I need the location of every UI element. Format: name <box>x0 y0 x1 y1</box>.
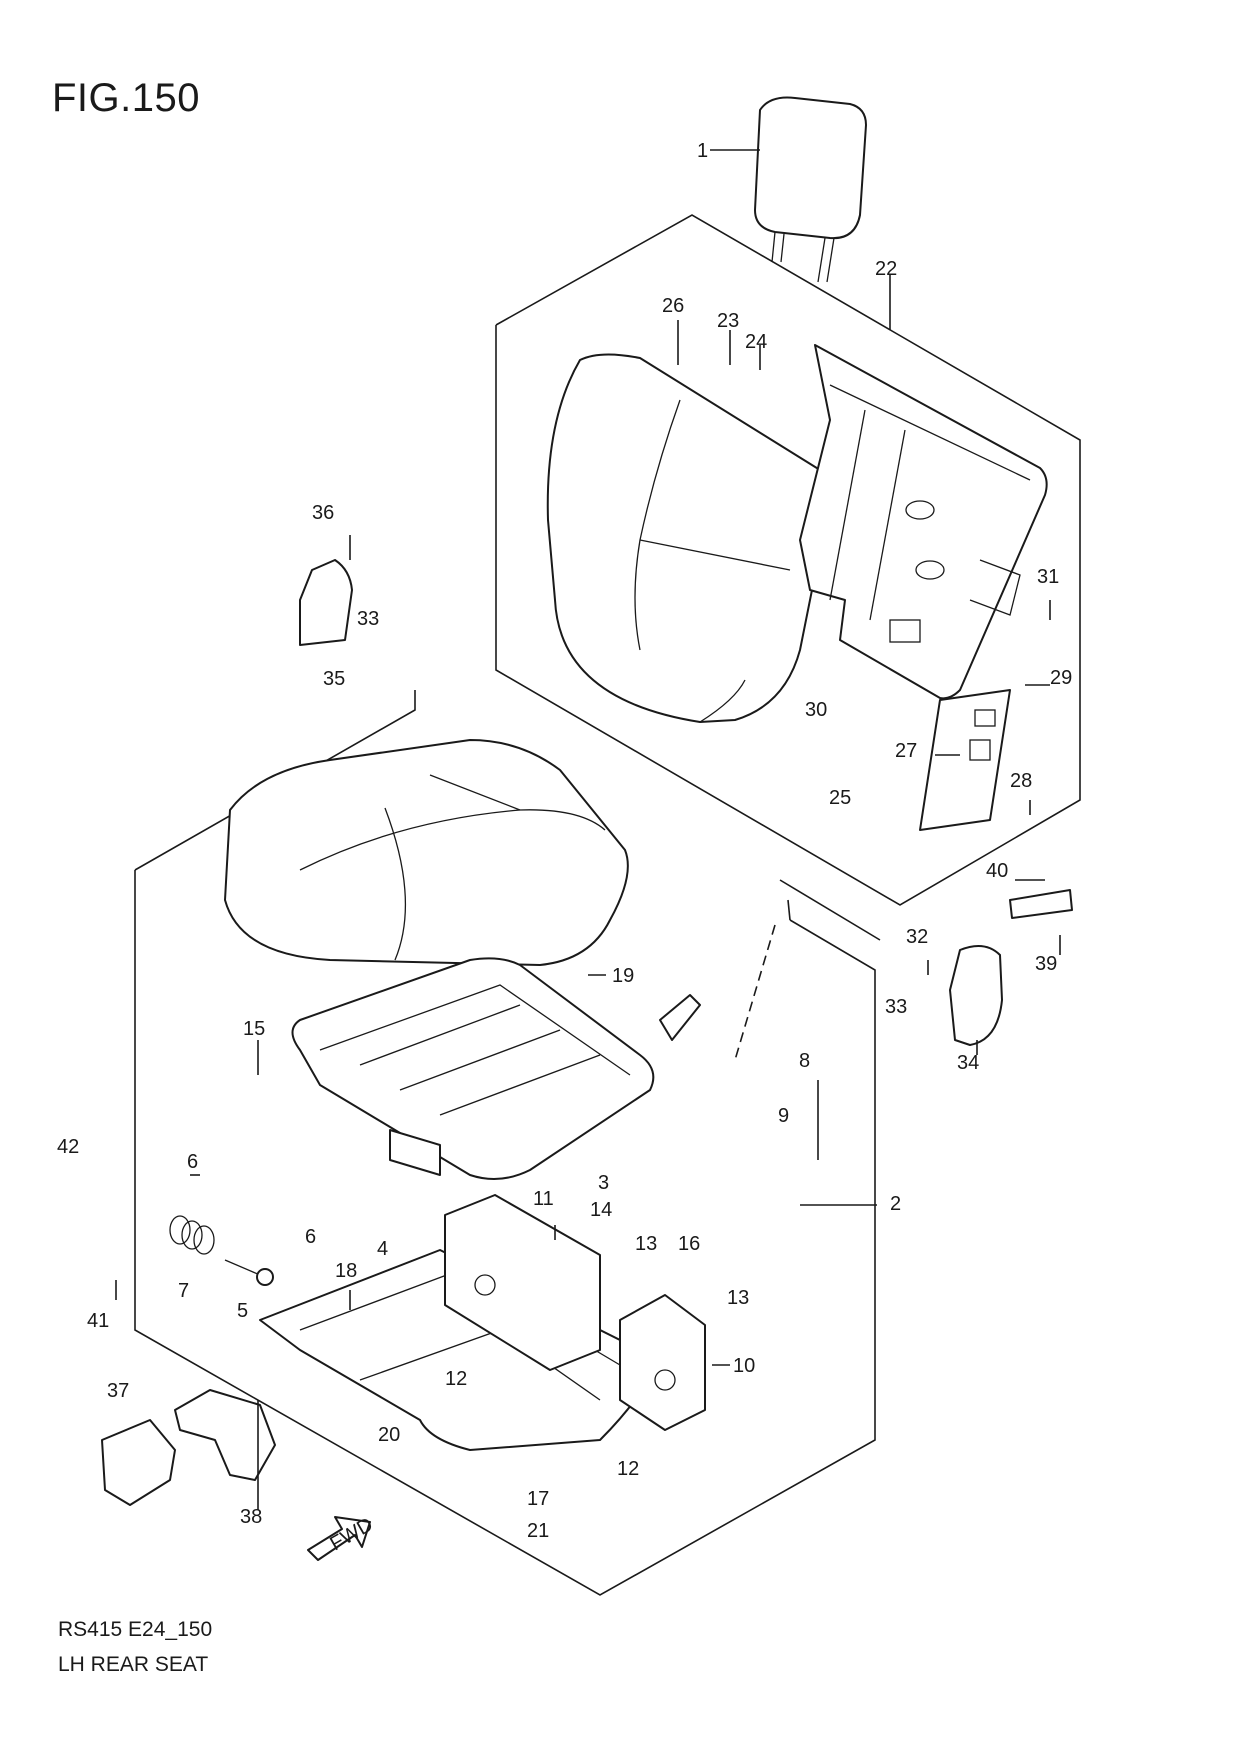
callout-36: 36 <box>312 502 334 524</box>
callout-37: 37 <box>107 1380 129 1402</box>
callout-27: 27 <box>895 740 917 762</box>
callout-17: 17 <box>527 1488 549 1510</box>
callout-9: 9 <box>778 1105 789 1127</box>
cover-37-part <box>101 1419 176 1506</box>
headrest-part <box>754 96 867 283</box>
callout-14: 14 <box>590 1199 612 1221</box>
cushion-group-outline <box>134 690 881 1596</box>
callout-4: 4 <box>377 1238 388 1260</box>
callout-25: 25 <box>829 787 851 809</box>
bolt-5-part <box>224 1259 274 1286</box>
callout-31: 31 <box>1037 566 1059 588</box>
callout-34: 34 <box>957 1052 979 1074</box>
callout-6b: 6 <box>305 1226 316 1248</box>
seat-frame-part <box>291 957 701 1180</box>
callout-12a: 12 <box>445 1368 467 1390</box>
callout-8: 8 <box>799 1050 810 1072</box>
seat-cushion-part <box>224 739 629 966</box>
hinge-27-part <box>919 689 1011 831</box>
callout-26: 26 <box>662 295 684 317</box>
callout-38: 38 <box>240 1506 262 1528</box>
trim-36-part <box>299 559 353 646</box>
callout-40: 40 <box>986 860 1008 882</box>
callout-29: 29 <box>1050 667 1072 689</box>
callout-42: 42 <box>57 1136 79 1158</box>
seatback-group-outline <box>495 214 1081 906</box>
callout-18: 18 <box>335 1260 357 1282</box>
callout-1: 1 <box>697 140 708 162</box>
callout-11: 11 <box>533 1188 554 1210</box>
trim-34-part <box>949 945 1003 1046</box>
callout-32: 32 <box>906 926 928 948</box>
fwd-arrow: FWD <box>307 1514 377 1561</box>
figure-title: FIG.150 <box>52 76 201 120</box>
callout-13a: 13 <box>635 1233 657 1255</box>
diagram-code: RS415 E24_150 <box>58 1618 213 1641</box>
callout-21: 21 <box>527 1520 549 1542</box>
callout-5: 5 <box>237 1300 248 1322</box>
bracket-10-part <box>619 1294 706 1431</box>
callout-23: 23 <box>717 310 739 332</box>
callout-41: 41 <box>87 1310 109 1332</box>
callout-35: 35 <box>323 668 345 690</box>
callout-7: 7 <box>178 1280 189 1302</box>
callout-22: 22 <box>875 258 897 280</box>
callout-28: 28 <box>1010 770 1032 792</box>
callout-39: 39 <box>1035 953 1057 975</box>
diagram-name: LH REAR SEAT <box>58 1653 209 1676</box>
callout-13b: 13 <box>727 1287 749 1309</box>
leader-lines <box>115 149 1061 1510</box>
callout-24: 24 <box>745 331 767 353</box>
callout-30: 30 <box>805 699 827 721</box>
spring-part <box>169 1215 215 1255</box>
cover-38-part <box>174 1389 276 1481</box>
callout-12b: 12 <box>617 1458 639 1480</box>
callout-33a: 33 <box>357 608 379 630</box>
callout-33b: 33 <box>885 996 907 1018</box>
callout-3: 3 <box>598 1172 609 1194</box>
hinge-39-part <box>1009 889 1073 919</box>
callout-6a: 6 <box>187 1151 198 1173</box>
callouts: 1 2 3 4 5 6 6 7 8 9 10 11 12 12 13 13 14… <box>57 140 1072 1542</box>
callout-20: 20 <box>378 1424 400 1446</box>
seatback-frame-part <box>799 344 1048 700</box>
callout-15: 15 <box>243 1018 265 1040</box>
callout-10: 10 <box>733 1355 755 1377</box>
callout-2: 2 <box>890 1193 901 1215</box>
seatback-cushion-part <box>546 353 833 723</box>
callout-19: 19 <box>612 965 634 987</box>
bracket-11-part <box>444 1194 601 1371</box>
callout-16: 16 <box>678 1233 700 1255</box>
